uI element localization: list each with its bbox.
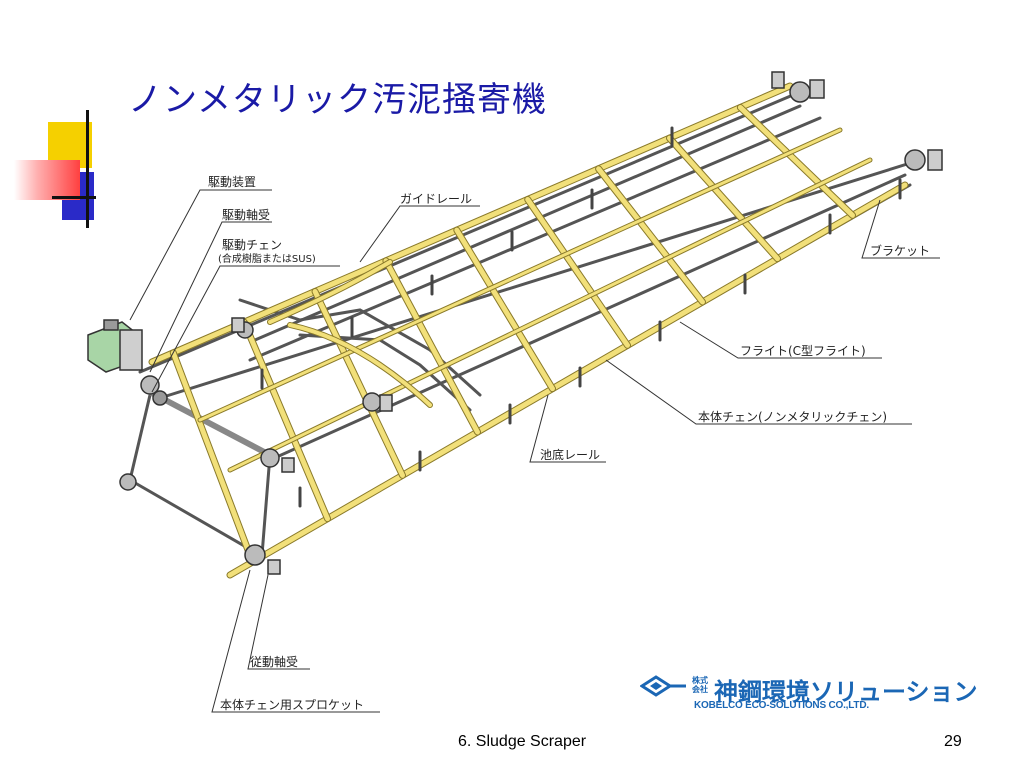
label-drive-chain: 駆動チェン (222, 238, 283, 252)
label-flight: フライト(C型フライト) (740, 344, 866, 358)
label-bracket: ブラケット (870, 244, 931, 258)
flight-bar (312, 288, 405, 478)
label-drive-bearing: 駆動軸受 (222, 208, 271, 222)
company-logo-icon (640, 675, 686, 697)
flight-bar (525, 196, 630, 348)
drive-shaft (147, 389, 273, 458)
flight-bar (666, 135, 780, 262)
label-main-chain: 本体チェン(ノンメタリックチェン) (698, 410, 888, 424)
brackets (260, 126, 902, 508)
logo-company-en: KOBELCO ECO-SOLUTIONS CO.,LTD. (694, 700, 869, 711)
label-sprocket: 本体チェン用スプロケット (220, 698, 365, 712)
flight-bar (737, 104, 855, 218)
logo-company-jp: 神鋼環境ソリューション (714, 678, 978, 706)
sprockets (119, 71, 943, 575)
footer-title: 6. Sludge Scraper (458, 733, 587, 750)
flight-bar (383, 258, 480, 435)
drive-unit (87, 319, 143, 373)
label-drive-chain-note: (合成樹脂またはSUS) (218, 254, 316, 265)
label-driven-bearing: 従動軸受 (250, 655, 299, 669)
side-rails-fill (149, 83, 908, 578)
flight-bar (241, 319, 330, 522)
leader-lines (129, 189, 940, 713)
label-drive-unit: 駆動装置 (208, 175, 257, 189)
inner-rails-fill (198, 128, 872, 472)
flight-bar (170, 350, 255, 565)
page-number: 29 (944, 733, 962, 750)
flight-bars (169, 103, 856, 566)
flight-bar (454, 227, 555, 392)
logo-small-mark: 株式会社 (692, 676, 708, 694)
deco-red-gradient (14, 160, 80, 200)
page-title: ノンメタリック汚泥掻寄機 (128, 80, 547, 120)
flight-bar (596, 166, 705, 305)
deco-vertical-line (86, 110, 89, 228)
deco-horizontal-line (52, 196, 96, 199)
label-guide-rail: ガイドレール (400, 192, 473, 206)
label-floor-rail: 池底レール (540, 448, 601, 462)
